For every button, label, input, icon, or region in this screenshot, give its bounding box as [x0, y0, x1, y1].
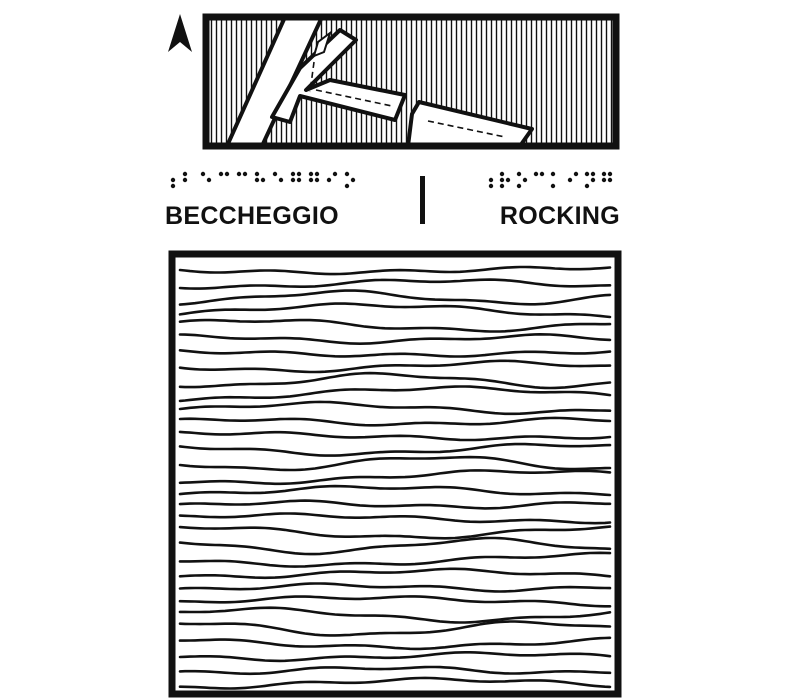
- braille-dot: [584, 183, 590, 189]
- boat-bow: [312, 30, 332, 58]
- braille-dot: [573, 171, 579, 177]
- braille-dot: [290, 171, 296, 177]
- braille-dot: [200, 171, 206, 177]
- wave-line: [178, 620, 612, 637]
- braille-dot: [242, 171, 248, 177]
- braille-dot: [488, 183, 494, 189]
- wave-line: [178, 567, 612, 580]
- braille-dot: [601, 177, 607, 183]
- separator: [420, 176, 425, 224]
- braille-dot: [550, 171, 556, 177]
- braille-dot: [539, 171, 545, 177]
- braille-dot: [488, 177, 494, 183]
- wave-line: [178, 499, 612, 510]
- wave-line: [178, 385, 612, 403]
- braille-dot: [505, 177, 511, 183]
- braille-dot: [332, 171, 338, 177]
- label-italian: BECCHEGGIO: [165, 202, 339, 230]
- braille-dot: [516, 171, 522, 177]
- braille-english: [488, 171, 613, 189]
- braille-dot: [326, 177, 332, 183]
- braille-dot: [290, 177, 296, 183]
- wave-line: [178, 469, 612, 486]
- wave-line: [178, 582, 612, 593]
- braille-dot: [499, 183, 505, 189]
- braille-dot: [272, 171, 278, 177]
- boat-in-dock-diagram: [202, 13, 620, 150]
- braille-dot: [499, 171, 505, 177]
- wave-line: [178, 302, 612, 319]
- braille-dot: [170, 177, 176, 183]
- wave-lines-pattern: [178, 265, 612, 690]
- braille-dot: [236, 171, 242, 177]
- wave-line: [178, 636, 612, 651]
- wave-line: [178, 455, 612, 472]
- braille-dot: [344, 183, 350, 189]
- wave-line: [178, 332, 612, 346]
- wave-line: [178, 359, 612, 374]
- wave-line: [178, 349, 612, 358]
- wave-line: [178, 265, 612, 276]
- braille-dot: [308, 177, 314, 183]
- braille-dot: [224, 171, 230, 177]
- top-panel-frame: [202, 13, 620, 150]
- boat-hull: [270, 28, 407, 124]
- wave-line: [178, 278, 612, 290]
- wave-line: [178, 289, 612, 306]
- braille-dot: [218, 171, 224, 177]
- label-english: ROCKING: [499, 202, 620, 230]
- waves-panel-frame: [168, 250, 622, 698]
- wave-line: [178, 651, 612, 663]
- braille-dot: [533, 171, 539, 177]
- braille-dot: [601, 171, 607, 177]
- wave-line: [178, 665, 612, 676]
- braille-dot: [260, 177, 266, 183]
- braille-dot: [254, 171, 260, 177]
- wave-line: [178, 551, 612, 568]
- braille-dot: [499, 177, 505, 183]
- braille-dot: [182, 177, 188, 183]
- braille-dot: [607, 171, 613, 177]
- wave-line: [178, 400, 612, 416]
- braille-dot: [308, 171, 314, 177]
- braille-dot: [590, 171, 596, 177]
- braille-italian: [170, 171, 356, 189]
- wave-line: [178, 536, 612, 556]
- braille-dot: [182, 171, 188, 177]
- braille-dot: [607, 177, 613, 183]
- wave-line: [178, 676, 612, 690]
- wave-line: [178, 371, 612, 390]
- braille-dot: [296, 171, 302, 177]
- braille-dot: [584, 171, 590, 177]
- braille-dot: [314, 177, 320, 183]
- braille-dot: [296, 177, 302, 183]
- braille-dot: [516, 183, 522, 189]
- braille-dot: [350, 177, 356, 183]
- wave-line: [178, 430, 612, 442]
- wave-line: [178, 442, 612, 457]
- braille-dot: [344, 171, 350, 177]
- boat-stern: [406, 100, 534, 146]
- braille-dot: [314, 171, 320, 177]
- wave-line: [178, 595, 612, 608]
- wave-line: [178, 484, 612, 497]
- wave-line: [178, 318, 612, 333]
- north-arrow-icon: [168, 14, 192, 52]
- pier: [224, 17, 325, 146]
- wave-line: [178, 512, 612, 525]
- wave-line: [178, 525, 612, 540]
- braille-dot: [206, 177, 212, 183]
- braille-dot: [170, 183, 176, 189]
- braille-dot: [278, 177, 284, 183]
- braille-dot: [522, 177, 528, 183]
- braille-dot: [254, 177, 260, 183]
- braille-dot: [590, 177, 596, 183]
- braille-dot: [567, 177, 573, 183]
- wave-line: [178, 416, 612, 427]
- braille-dot: [550, 183, 556, 189]
- wave-line: [178, 606, 612, 624]
